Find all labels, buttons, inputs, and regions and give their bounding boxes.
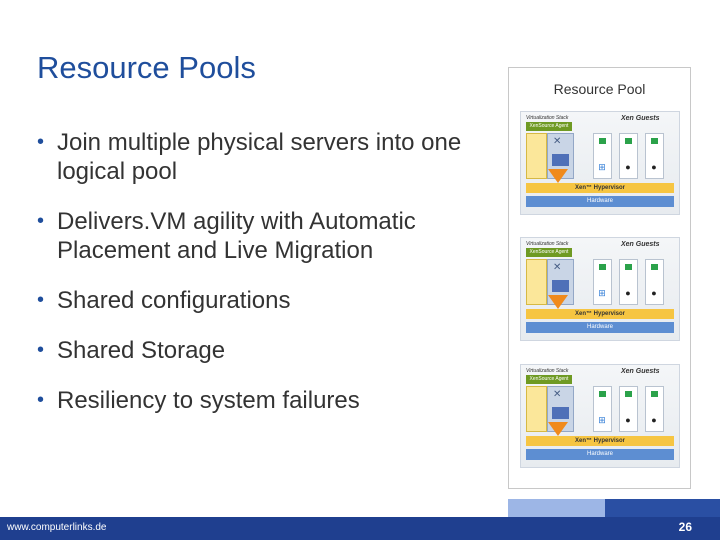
slide-title: Resource Pools [37, 50, 256, 85]
virtualization-stack-label: Virtualization Stack [526, 368, 569, 374]
bullet-list: • Join multiple physical servers into one… [37, 128, 497, 436]
bullet-item: • Shared configurations [37, 286, 497, 315]
bullet-icon: • [37, 339, 45, 361]
bullet-item: • Delivers.VM agility with Automatic Plac… [37, 207, 497, 265]
xen-logo-icon: ✕ [553, 389, 562, 400]
linux-penguin-icon: ● [651, 162, 657, 172]
control-domain-block [526, 133, 547, 179]
bullet-icon: • [37, 210, 45, 232]
bullet-text: Resiliency to system failures [57, 387, 360, 414]
guest-vm: ⊞ [593, 133, 612, 179]
server-diagram: Virtualization Stack XenSource Agent Xen… [520, 237, 680, 341]
xen-guests-label: Xen Guests [621, 115, 660, 122]
resource-pool-diagram: Resource Pool Virtualization Stack XenSo… [508, 67, 691, 489]
virtualization-stack-label: Virtualization Stack [526, 241, 569, 247]
xen-guests-label: Xen Guests [621, 368, 660, 375]
linux-penguin-icon: ● [651, 288, 657, 298]
guest-vm: ● [619, 259, 638, 305]
guest-vm: ⊞ [593, 386, 612, 432]
bullet-item: • Join multiple physical servers into one… [37, 128, 497, 186]
bullet-icon: • [37, 131, 45, 153]
page-number: 26 [678, 520, 692, 534]
linux-penguin-icon: ● [625, 162, 631, 172]
hardware-layer: Hardware [526, 322, 674, 333]
guest-vm: ● [619, 386, 638, 432]
control-domain-block [526, 259, 547, 305]
hardware-layer: Hardware [526, 449, 674, 460]
xensource-agent-label: XenSource Agent [526, 122, 572, 131]
linux-penguin-icon: ● [625, 415, 631, 425]
linux-penguin-icon: ● [625, 288, 631, 298]
windows-icon: ⊞ [598, 415, 606, 425]
hypervisor-layer: Xen™ Hypervisor [526, 436, 674, 446]
bullet-text: Shared Storage [57, 337, 226, 364]
guest-vm: ⊞ [593, 259, 612, 305]
virtualization-stack-label: Virtualization Stack [526, 115, 569, 121]
windows-icon: ⊞ [598, 162, 606, 172]
guest-vm: ● [645, 386, 664, 432]
windows-icon: ⊞ [598, 288, 606, 298]
server-diagram: Virtualization Stack XenSource Agent Xen… [520, 364, 680, 468]
footer-bar [0, 517, 720, 540]
arrow-down-icon [548, 295, 568, 309]
arrow-down-icon [548, 422, 568, 436]
arrow-down-icon [548, 169, 568, 183]
guest-vm: ● [645, 259, 664, 305]
resource-pool-title: Resource Pool [553, 81, 646, 97]
guest-vm: ● [645, 133, 664, 179]
bullet-icon: • [37, 289, 45, 311]
xen-logo-icon: ✕ [553, 262, 562, 273]
xen-guests-label: Xen Guests [621, 241, 660, 248]
linux-penguin-icon: ● [651, 415, 657, 425]
server-diagram: Virtualization Stack XenSource Agent Xen… [520, 111, 680, 215]
hardware-layer: Hardware [526, 196, 674, 207]
bullet-item: • Resiliency to system failures [37, 386, 497, 415]
xen-logo-icon: ✕ [553, 136, 562, 147]
footer-accent-dark [605, 499, 720, 517]
guest-vm: ● [619, 133, 638, 179]
hypervisor-layer: Xen™ Hypervisor [526, 183, 674, 193]
bullet-text: Delivers.VM agility with Automatic Place… [57, 208, 416, 264]
bullet-icon: • [37, 389, 45, 411]
bullet-text: Shared configurations [57, 287, 291, 314]
xensource-agent-label: XenSource Agent [526, 248, 572, 257]
control-domain-block [526, 386, 547, 432]
bullet-text: Join multiple physical servers into one … [57, 129, 462, 185]
hypervisor-layer: Xen™ Hypervisor [526, 309, 674, 319]
xensource-agent-label: XenSource Agent [526, 375, 572, 384]
footer-url[interactable]: www.computerlinks.de [7, 522, 107, 533]
bullet-item: • Shared Storage [37, 336, 497, 365]
footer-accent-light [508, 499, 605, 517]
